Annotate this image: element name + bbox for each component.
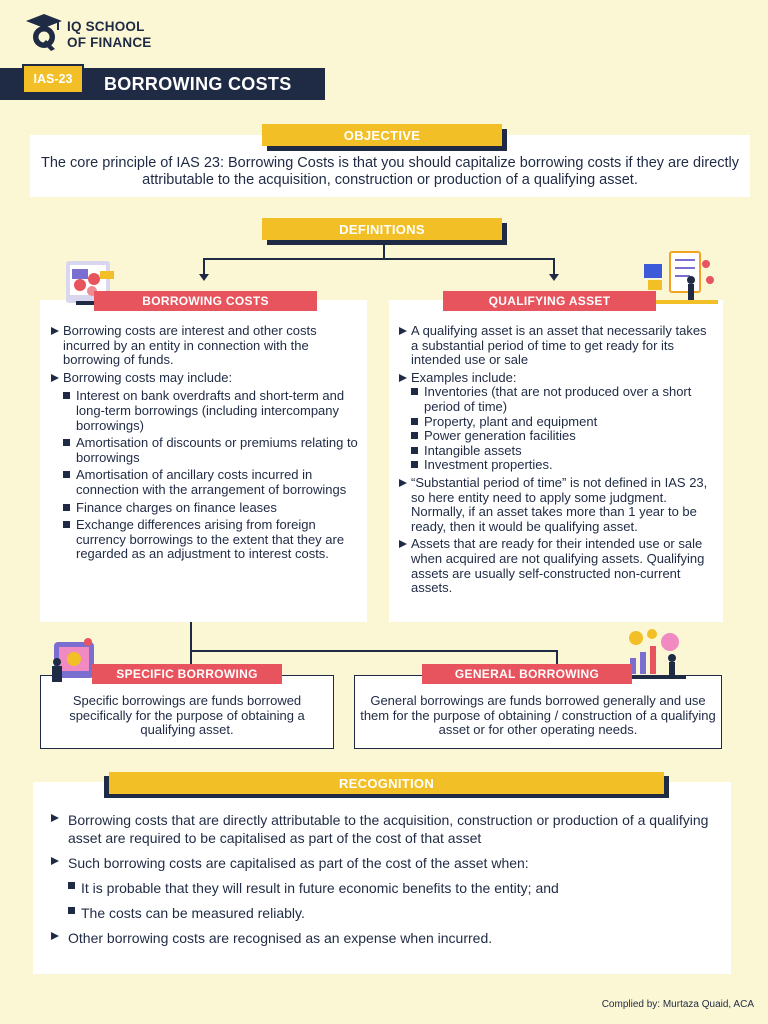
connector-line xyxy=(383,240,385,260)
list-item: Such borrowing costs are capitalised as … xyxy=(50,854,726,872)
objective-text: The core principle of IAS 23: Borrowing … xyxy=(41,155,739,188)
list-item: Borrowing costs may include: Interest on… xyxy=(50,369,360,562)
list-item: “Substantial period of time” is not defi… xyxy=(398,475,716,534)
objective-heading: OBJECTIVE xyxy=(262,124,502,146)
borrowing-costs-box xyxy=(40,300,367,622)
list-item: Property, plant and equipment xyxy=(411,414,716,430)
specific-borrowing-label: SPECIFIC BORROWING xyxy=(92,664,282,684)
qualifying-asset-box xyxy=(389,300,723,622)
money-transfer-icon xyxy=(50,636,100,686)
general-borrowing-box xyxy=(354,675,722,749)
connector-line xyxy=(203,258,555,260)
list-item-text: Examples include: xyxy=(411,369,517,385)
recognition-content: Borrowing costs that are directly attrib… xyxy=(50,811,726,950)
definitions-heading: DEFINITIONS xyxy=(262,218,502,240)
list-item: Finance charges on finance leases xyxy=(63,500,360,516)
arrow-down-icon xyxy=(199,274,209,281)
recognition-heading: RECOGNITION xyxy=(109,772,664,794)
borrowing-costs-label: BORROWING COSTS xyxy=(94,291,317,311)
connector-line xyxy=(556,650,558,676)
specific-borrowing-box xyxy=(40,675,334,749)
arrow-down-icon xyxy=(549,274,559,281)
brand-line-2: OF FINANCE xyxy=(67,35,152,50)
list-item: Inventories (that are not produced over … xyxy=(411,385,716,414)
list-item: Assets that are ready for their intended… xyxy=(398,536,716,595)
list-item: Power generation facilities xyxy=(411,429,716,444)
list-item: Other borrowing costs are recognised as … xyxy=(50,929,726,947)
page-title: BORROWING COSTS xyxy=(104,74,292,94)
recognition-box xyxy=(33,782,731,974)
list-item: The costs can be measured reliably. xyxy=(68,904,726,922)
list-item: Intangible assets xyxy=(411,443,716,459)
qualifying-asset-content: A qualifying asset is an asset that nece… xyxy=(398,323,716,599)
list-item: Amortisation of ancillary costs incurred… xyxy=(63,467,360,497)
brand-line-1: IQ SCHOOL xyxy=(67,19,145,34)
connector-line xyxy=(203,258,205,274)
connector-line xyxy=(190,622,192,676)
specific-borrowing-text: Specific borrowings are funds borrowed s… xyxy=(69,693,305,738)
graduation-cap-q-icon xyxy=(22,12,64,52)
standard-tag: IAS-23 xyxy=(22,64,84,94)
qualifying-asset-label: QUALIFYING ASSET xyxy=(443,291,656,311)
asset-dashboard-icon xyxy=(640,250,718,310)
connector-line xyxy=(190,650,558,652)
general-borrowing-text: General borrowings are funds borrowed ge… xyxy=(360,693,716,738)
borrowing-costs-content: Borrowing costs are interest and other c… xyxy=(50,323,360,565)
general-borrowing-label: GENERAL BORROWING xyxy=(422,664,632,684)
footer-credit: Complied by: Murtaza Quaid, ACA xyxy=(601,999,754,1010)
list-item: Interest on bank overdrafts and short-te… xyxy=(63,389,360,433)
connector-line xyxy=(553,258,555,274)
list-item: Investment properties. xyxy=(411,458,716,473)
list-item-text: Borrowing costs may include: xyxy=(63,369,233,385)
list-item: Amortisation of discounts or premiums re… xyxy=(63,435,360,465)
growth-chart-icon xyxy=(624,628,686,684)
list-item: A qualifying asset is an asset that nece… xyxy=(398,323,716,368)
list-item: Exchange differences arising from foreig… xyxy=(63,517,360,562)
list-item: It is probable that they will result in … xyxy=(68,879,726,897)
list-item: Borrowing costs that are directly attrib… xyxy=(50,811,726,847)
list-item: Borrowing costs are interest and other c… xyxy=(50,323,360,368)
list-item: Examples include: Inventories (that are … xyxy=(398,369,716,473)
brand-name: IQ SCHOOL OF FINANCE xyxy=(67,19,152,51)
